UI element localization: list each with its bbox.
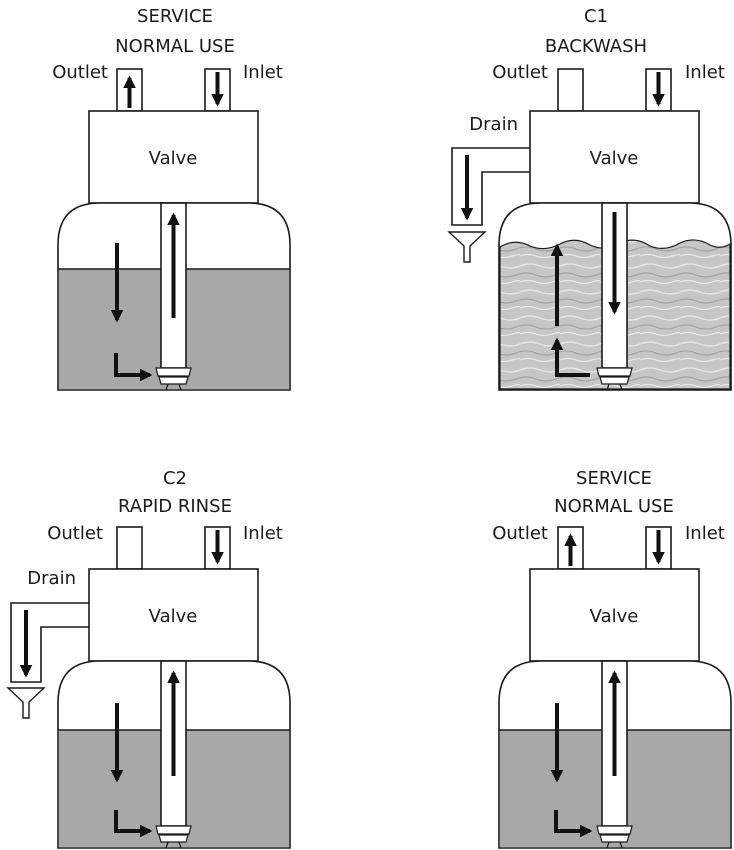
panel-service-top: SERVICE NORMAL USE Outlet Inlet Valve [52, 6, 291, 391]
panel-title: SERVICE [576, 468, 652, 489]
drain-line [451, 147, 530, 226]
inlet-label: Inlet [685, 523, 725, 544]
outlet-label: Outlet [492, 523, 548, 544]
valve-body [529, 110, 700, 204]
panel-subtitle: NORMAL USE [554, 496, 674, 517]
panel-title: SERVICE [137, 6, 213, 27]
outlet-label: Outlet [47, 523, 103, 544]
into-distributor-arrow [114, 810, 153, 838]
bottom-distributor [155, 825, 192, 843]
drain-funnel [6, 687, 46, 719]
bottom-distributor [596, 367, 633, 385]
inlet-label: Inlet [685, 62, 725, 83]
outlet-label: Outlet [492, 62, 548, 83]
drain-funnel [447, 231, 487, 263]
into-distributor-arrow [114, 353, 153, 382]
outlet-label: Outlet [52, 62, 108, 83]
panel-title: C1 [584, 6, 608, 27]
out-of-distributor-arrow [550, 337, 590, 377]
drain-line [10, 602, 89, 683]
drain-label: Drain [469, 114, 518, 135]
drain-label: Drain [27, 568, 76, 589]
panel-backwash: C1 BACKWASH Outlet Inlet Drain Valve [447, 6, 732, 391]
bottom-distributor [155, 367, 192, 385]
valve-label: Valve [149, 148, 198, 169]
valve-label: Valve [590, 606, 639, 627]
bottom-distributor [596, 825, 633, 843]
valve-body [88, 568, 259, 662]
outlet-pipe [116, 526, 143, 570]
valve-label: Valve [590, 148, 639, 169]
panel-subtitle: RAPID RINSE [118, 496, 232, 517]
inlet-label: Inlet [243, 523, 283, 544]
panel-service-bottom: SERVICE NORMAL USE Outlet Inlet Valve [492, 468, 732, 849]
panel-title: C2 [163, 468, 187, 489]
panel-rapid-rinse: C2 RAPID RINSE Outlet Inlet Drain Valve [6, 468, 291, 849]
panel-subtitle: NORMAL USE [115, 36, 235, 57]
valve-body [88, 110, 259, 204]
valve-body [529, 568, 700, 662]
valve-label: Valve [149, 606, 198, 627]
panel-subtitle: BACKWASH [545, 36, 647, 57]
outlet-pipe [557, 68, 584, 112]
into-distributor-arrow [554, 810, 593, 838]
inlet-label: Inlet [243, 62, 283, 83]
